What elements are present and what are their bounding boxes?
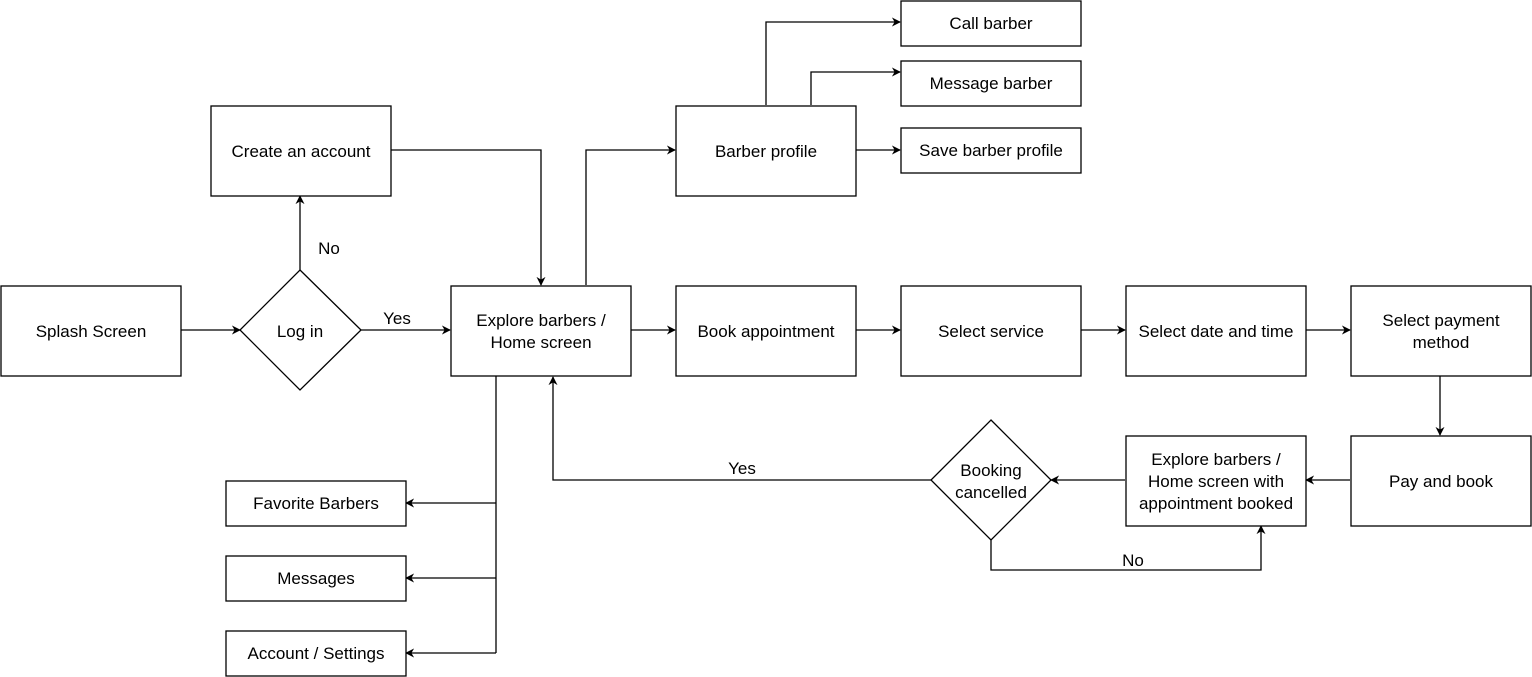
node-booking-cancelled-decision[interactable]: Booking cancelled — [930, 419, 1052, 541]
node-label: Book appointment — [697, 322, 834, 341]
node-label-line: Home screen with — [1148, 472, 1284, 491]
node-favorite-barbers[interactable]: Favorite Barbers — [225, 480, 407, 527]
edges — [181, 17, 1445, 658]
node-messages[interactable]: Messages — [225, 555, 407, 602]
node-label: Account / Settings — [247, 644, 384, 663]
node-label-line: Splash Screen — [36, 322, 147, 341]
node-log-in-decision[interactable]: Log in — [239, 269, 362, 391]
node-splash-screen[interactable]: Splash Screen — [0, 285, 182, 377]
node-barber-profile[interactable]: Barber profile — [675, 105, 857, 197]
node-label: Select date and time — [1139, 322, 1294, 341]
node-label-line: Create an account — [232, 142, 371, 161]
node-label-line: Book appointment — [697, 322, 834, 341]
node-label: Favorite Barbers — [253, 494, 379, 513]
node-label: Call barber — [949, 14, 1032, 33]
edge-create-to-explore — [391, 149, 546, 286]
edge-label-cancel-yes: Yes — [728, 459, 756, 478]
node-label: Explore barbers / Home screen — [476, 311, 606, 352]
node-label-line: Explore barbers / — [476, 311, 606, 330]
node-select-service[interactable]: Select service — [900, 285, 1082, 377]
node-save-barber-profile[interactable]: Save barber profile — [900, 127, 1082, 174]
node-label-line: method — [1413, 333, 1470, 352]
node-label-line: Pay and book — [1389, 472, 1493, 491]
node-label-line: Select service — [938, 322, 1044, 341]
node-label: Create an account — [232, 142, 371, 161]
node-label: Messages — [277, 569, 354, 588]
node-label: Log in — [277, 322, 323, 341]
node-label: Select service — [938, 322, 1044, 341]
node-label: Pay and book — [1389, 472, 1493, 491]
node-label: Splash Screen — [36, 322, 147, 341]
node-label-line: Messages — [277, 569, 354, 588]
edge-label-cancel-no: No — [1122, 551, 1144, 570]
node-label-line: Message barber — [930, 74, 1053, 93]
node-label-line: cancelled — [955, 483, 1027, 502]
node-label: Select payment method — [1382, 311, 1499, 352]
edge-label-login-yes: Yes — [383, 309, 411, 328]
node-label: Message barber — [930, 74, 1053, 93]
node-label-line: Log in — [277, 322, 323, 341]
node-label-line: Select date and time — [1139, 322, 1294, 341]
edge-labels: Yes No Yes No — [318, 239, 1144, 570]
node-label-line: Favorite Barbers — [253, 494, 379, 513]
node-label-line: Select payment — [1382, 311, 1499, 330]
node-label-line: Barber profile — [715, 142, 817, 161]
edge-cancelled-yes-to-explore — [548, 376, 931, 481]
node-label: Save barber profile — [919, 141, 1063, 160]
node-create-account[interactable]: Create an account — [210, 105, 392, 197]
edge-profile-to-call — [765, 17, 901, 105]
edge-cancelled-no-to-explore-booked — [990, 525, 1266, 571]
node-call-barber[interactable]: Call barber — [900, 0, 1082, 47]
node-label-line: Home screen — [490, 333, 591, 352]
node-label-line: appointment booked — [1139, 494, 1293, 513]
edge-profile-to-message — [810, 67, 901, 105]
node-pay-and-book[interactable]: Pay and book — [1350, 435, 1532, 527]
node-account-settings[interactable]: Account / Settings — [225, 630, 407, 677]
node-label-line: Call barber — [949, 14, 1032, 33]
node-label-line: Save barber profile — [919, 141, 1063, 160]
edge-explore-to-profile — [585, 145, 676, 285]
node-label-line: Explore barbers / — [1151, 450, 1281, 469]
node-explore-barbers[interactable]: Explore barbers / Home screen — [450, 285, 632, 377]
edge-label-login-no: No — [318, 239, 340, 258]
node-book-appointment[interactable]: Book appointment — [675, 285, 857, 377]
node-label-line: Booking — [960, 461, 1021, 480]
node-explore-barbers-booked[interactable]: Explore barbers / Home screen with appoint… — [1125, 435, 1307, 527]
node-select-payment-method[interactable]: Select payment method — [1350, 285, 1532, 377]
node-label: Booking cancelled — [955, 461, 1027, 502]
node-select-date-time[interactable]: Select date and time — [1125, 285, 1307, 377]
node-label: Explore barbers / Home screen with appoint… — [1139, 450, 1293, 513]
node-message-barber[interactable]: Message barber — [900, 60, 1082, 107]
node-label-line: Account / Settings — [247, 644, 384, 663]
node-label: Barber profile — [715, 142, 817, 161]
